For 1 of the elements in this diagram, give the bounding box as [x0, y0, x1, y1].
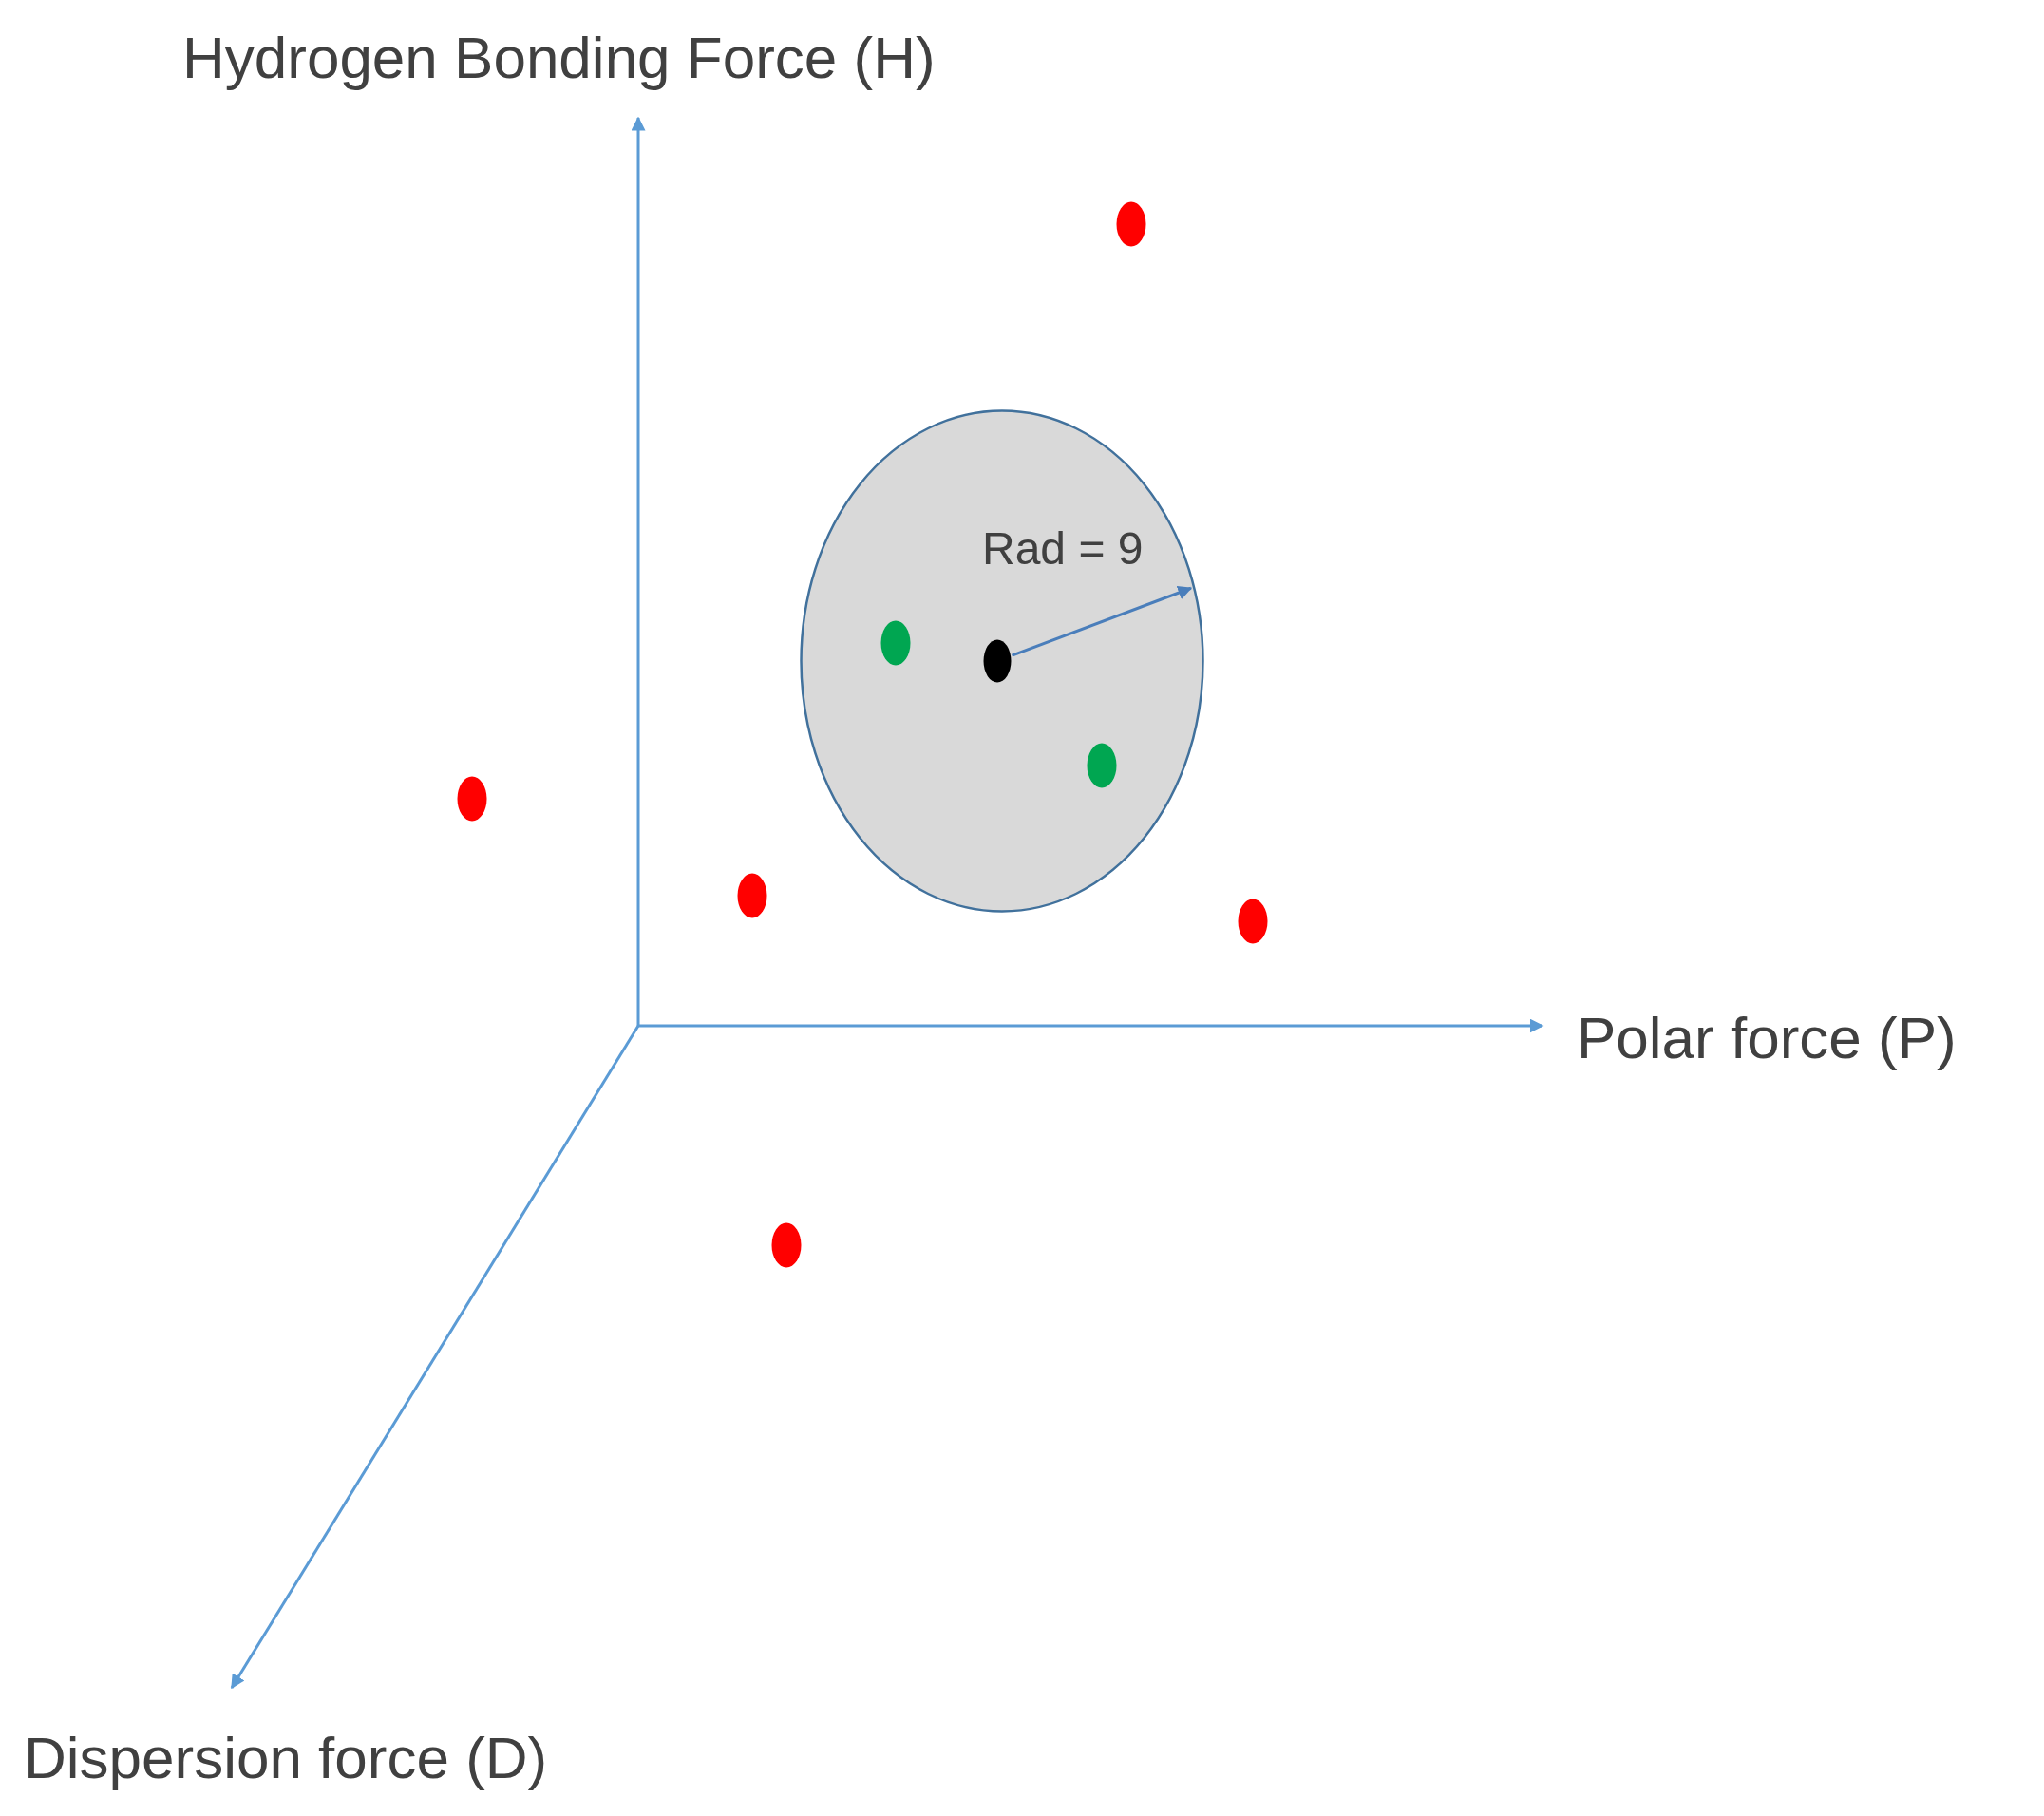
radius-label: Rad = 9: [982, 526, 1144, 572]
